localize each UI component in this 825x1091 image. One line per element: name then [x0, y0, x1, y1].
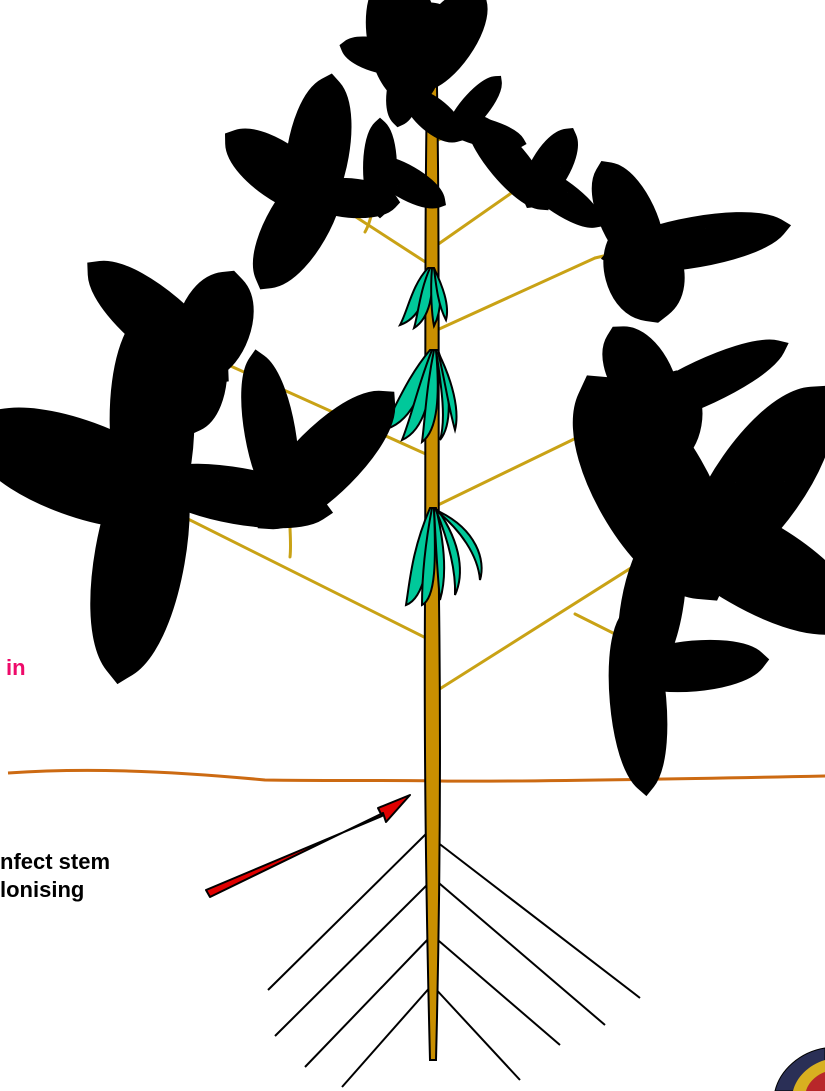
roots	[268, 830, 640, 1087]
infection-caption-line1: nfect stem	[0, 848, 110, 876]
infection-caption: nfect stem lonising	[0, 848, 110, 904]
infection-arrow	[206, 795, 410, 897]
infection-caption-line2: lonising	[0, 876, 110, 904]
soil-line	[8, 770, 825, 781]
logo-emblem-icon	[775, 1048, 825, 1091]
pink-label-fragment: in	[6, 654, 26, 682]
